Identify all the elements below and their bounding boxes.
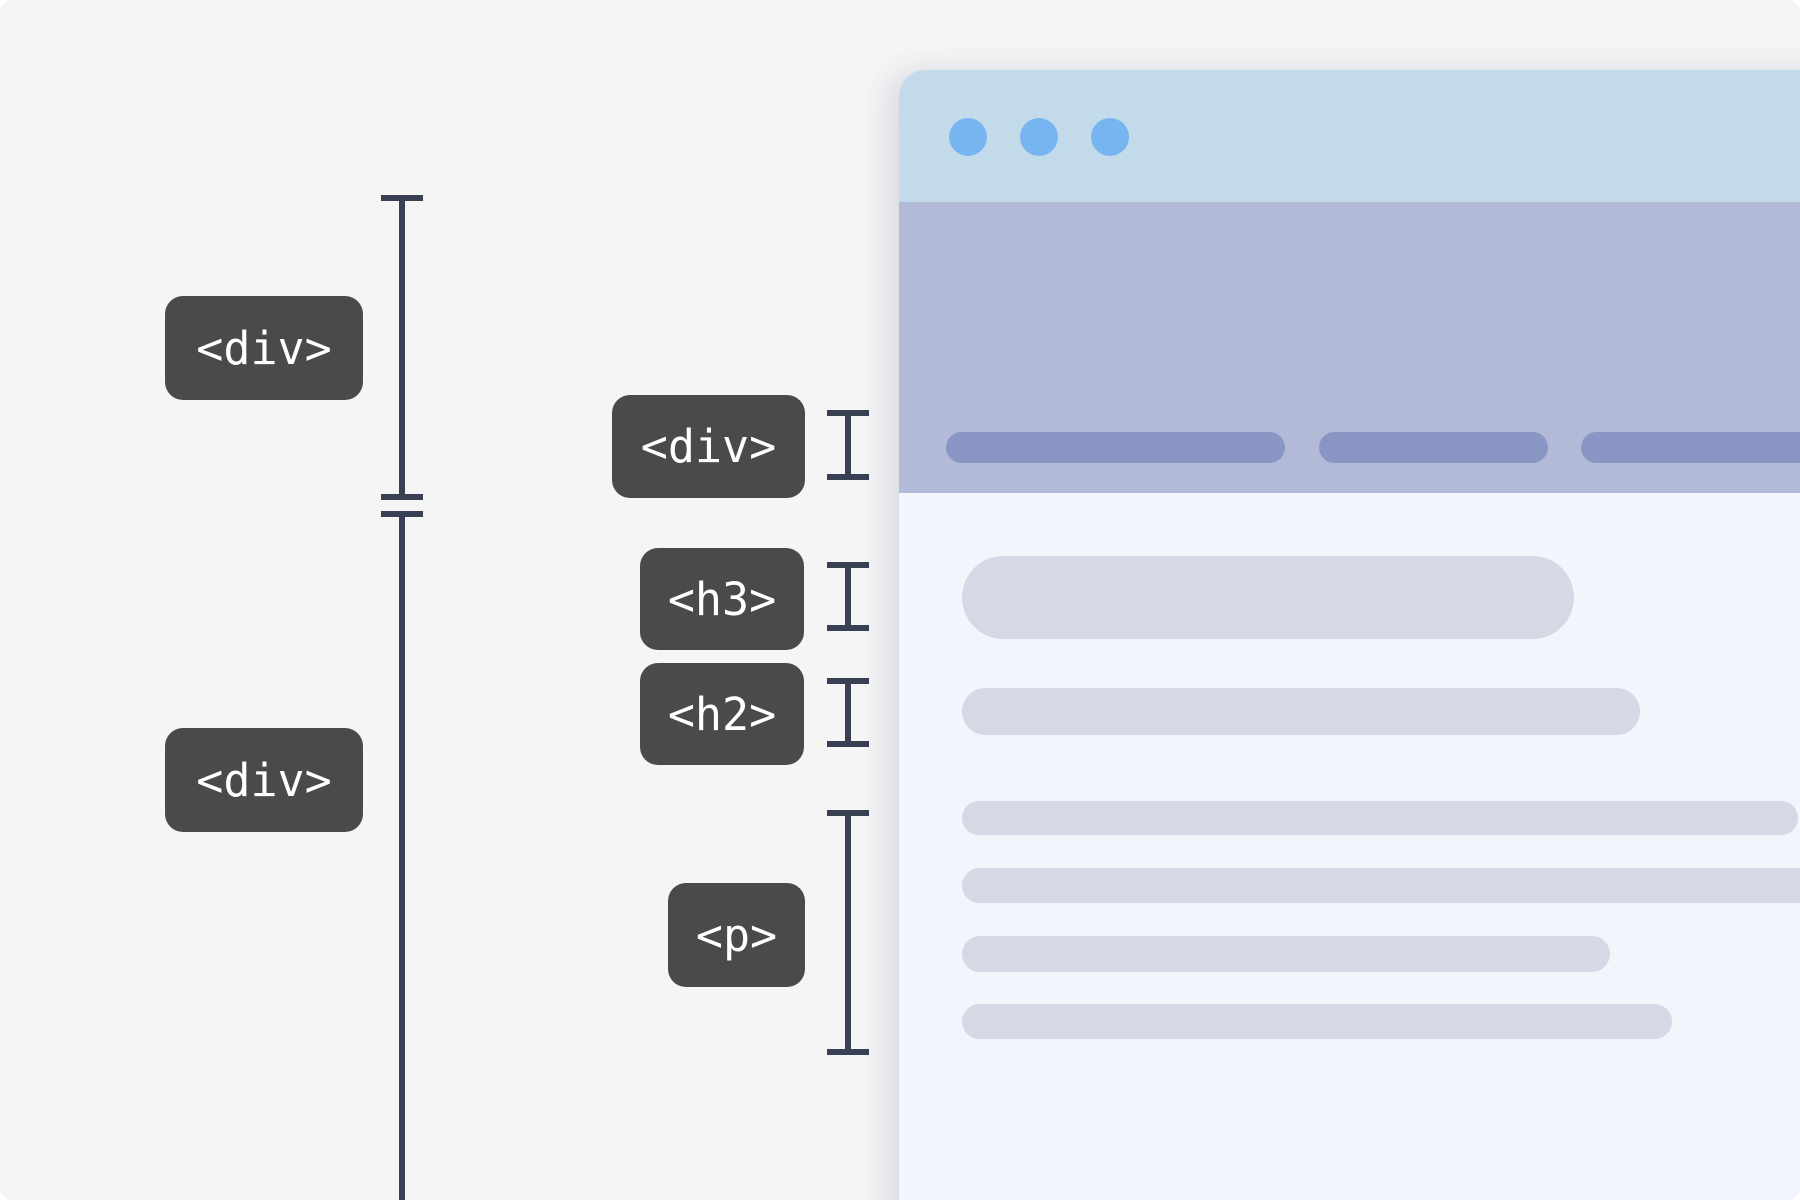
measure-bracket-nav (827, 410, 869, 480)
tag-label-h3: <h3> (640, 548, 804, 650)
tag-label-p: <p> (668, 883, 805, 987)
bracket-line (845, 562, 851, 631)
tag-label-text: <h2> (667, 687, 777, 741)
nav-link-placeholder (1581, 432, 1800, 463)
window-control-dot-icon (1091, 118, 1129, 156)
bracket-cap-icon (827, 474, 869, 480)
window-titlebar (899, 70, 1800, 202)
placeholder-paragraph-line (962, 868, 1800, 903)
bracket-cap-icon (827, 1049, 869, 1055)
window-control-dot-icon (949, 118, 987, 156)
window-nav-header (899, 202, 1800, 493)
placeholder-paragraph-line (962, 801, 1798, 835)
browser-window-mockup (899, 70, 1800, 1200)
placeholder-paragraph-line (962, 1004, 1672, 1039)
tag-label-outer-header-div: <div> (165, 296, 363, 400)
tag-label-text: <div> (196, 321, 332, 375)
bracket-cap-icon (827, 625, 869, 631)
tag-label-text: <div> (640, 420, 777, 473)
tag-label-outer-content-div: <div> (165, 728, 363, 832)
tag-label-h2: <h2> (640, 663, 804, 765)
bracket-cap-icon (827, 741, 869, 747)
bracket-line (845, 410, 851, 480)
measure-bracket-h2 (827, 678, 869, 747)
bracket-line (399, 511, 405, 1200)
nav-link-placeholder (946, 432, 1285, 463)
bracket-line (399, 195, 405, 500)
tag-label-text: <p> (695, 908, 778, 962)
measure-bracket-p (827, 810, 869, 1055)
bracket-line (845, 810, 851, 1055)
placeholder-heading-h3-bar (962, 556, 1574, 639)
tag-label-text: <div> (196, 753, 332, 807)
measure-bracket-h3 (827, 562, 869, 631)
placeholder-heading-h2-bar (962, 688, 1640, 735)
window-content-area (899, 493, 1800, 1200)
tag-label-nav-div: <div> (612, 395, 805, 498)
tag-label-text: <h3> (667, 572, 777, 626)
measure-bracket-outer-header (381, 195, 423, 500)
nav-link-placeholder (1319, 432, 1548, 463)
measure-bracket-outer-content (381, 511, 423, 1200)
placeholder-paragraph-line (962, 936, 1610, 972)
bracket-line (845, 678, 851, 747)
bracket-cap-icon (381, 494, 423, 500)
window-control-dot-icon (1020, 118, 1058, 156)
